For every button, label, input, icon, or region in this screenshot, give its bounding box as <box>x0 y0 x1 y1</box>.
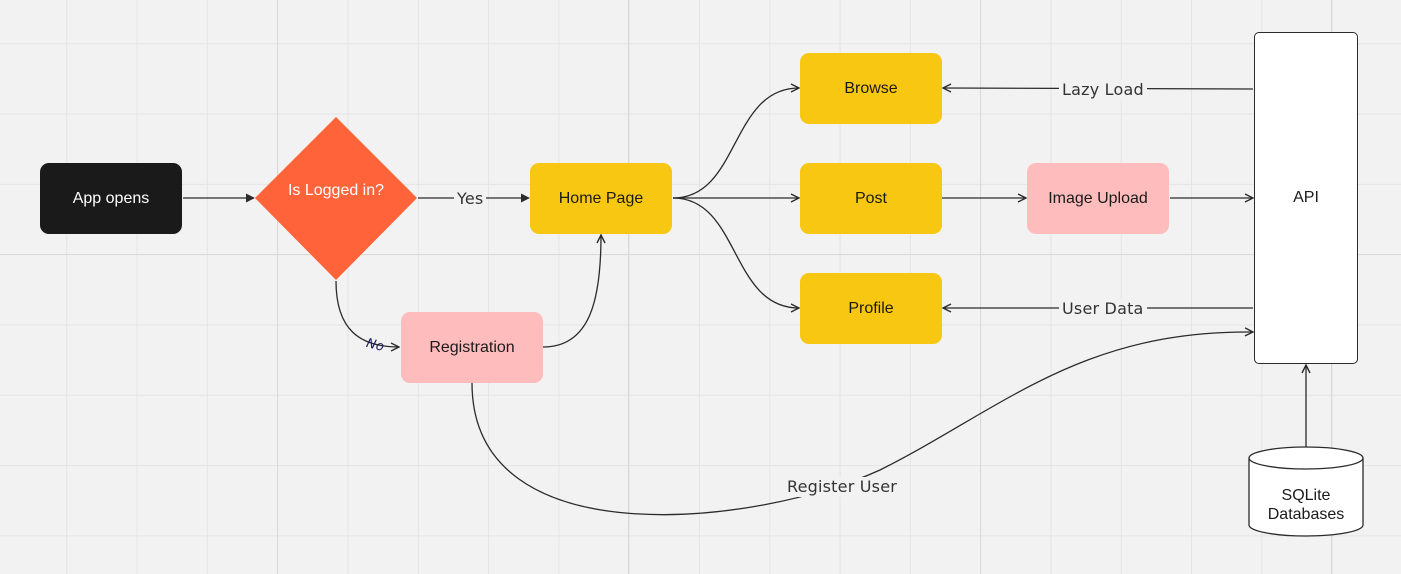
grid-line <box>277 0 278 574</box>
node-label: App opens <box>72 189 150 207</box>
node-post[interactable]: Post <box>800 163 942 234</box>
node-label: Profile <box>848 299 894 317</box>
edge-home-to-browse <box>672 88 799 199</box>
node-image-upload[interactable]: Image Upload <box>1027 163 1169 234</box>
edge-home-to-profile <box>672 197 799 308</box>
edge-label-yes: Yes <box>454 189 487 209</box>
node-label: Home Page <box>558 189 644 207</box>
decision-label: Is Logged in? <box>287 182 385 199</box>
grid-line <box>628 0 629 574</box>
edge-registration-to-home <box>542 235 601 348</box>
edge-label-lazy-load: Lazy Load <box>1059 80 1147 100</box>
node-label: Browse <box>844 79 898 97</box>
node-home-page[interactable]: Home Page <box>530 163 672 234</box>
node-registration[interactable]: Registration <box>401 312 543 383</box>
node-label: Image Upload <box>1048 189 1148 207</box>
node-label: API <box>1293 189 1319 206</box>
grid-line <box>0 254 1401 255</box>
edge-label-user-data: User Data <box>1059 299 1147 319</box>
database-label: SQLite Databases <box>1267 487 1345 523</box>
node-api[interactable]: API <box>1254 32 1358 364</box>
edge-label-no: No <box>364 336 386 355</box>
node-app-opens[interactable]: App opens <box>40 163 182 234</box>
grid-line <box>980 0 981 574</box>
node-label: Post <box>854 189 887 207</box>
node-browse[interactable]: Browse <box>800 53 942 124</box>
node-profile[interactable]: Profile <box>800 273 942 344</box>
node-label: Registration <box>429 338 515 356</box>
edge-label-register-user: Register User <box>784 477 901 497</box>
